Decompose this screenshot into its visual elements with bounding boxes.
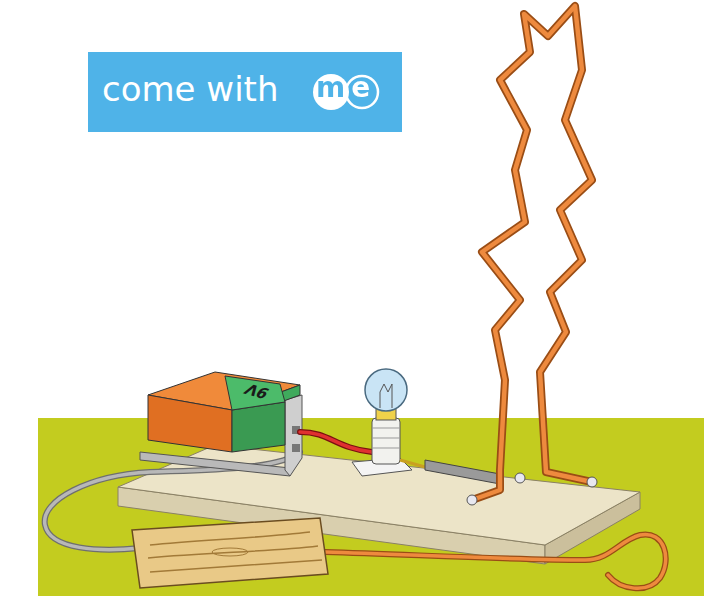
logo-mark: me (316, 74, 376, 102)
wire-frame-core (472, 6, 592, 500)
red-wire-core (300, 432, 372, 452)
battery-holder-base (140, 452, 290, 476)
logo-text: come with (102, 72, 278, 106)
bulb-glass (365, 369, 407, 411)
socket-ring (372, 448, 400, 449)
logo-circle (346, 76, 378, 108)
battery-side-orange (148, 395, 232, 452)
wood-knot (212, 548, 248, 556)
bulb-socket (372, 418, 400, 464)
logo-box: come with me (88, 52, 402, 132)
socket-ring (372, 428, 400, 429)
metal-tube (425, 460, 500, 484)
wood-grain (148, 532, 322, 572)
wire-frame (472, 6, 592, 500)
wooden-handle (132, 518, 328, 588)
loop-wire (325, 534, 666, 588)
socket-ring (372, 438, 400, 439)
screw (515, 473, 525, 483)
filament (380, 384, 392, 408)
battery-holder-clip (285, 395, 302, 476)
ground (38, 418, 704, 596)
battery-label-band (225, 376, 285, 410)
bulb-wire (400, 460, 425, 467)
terminal (292, 444, 300, 452)
logo-circle (313, 74, 349, 110)
loop-wire-core (325, 534, 666, 588)
battery-side-green (232, 402, 285, 452)
screw (587, 477, 597, 487)
red-wire (300, 432, 372, 452)
screw (467, 495, 477, 505)
